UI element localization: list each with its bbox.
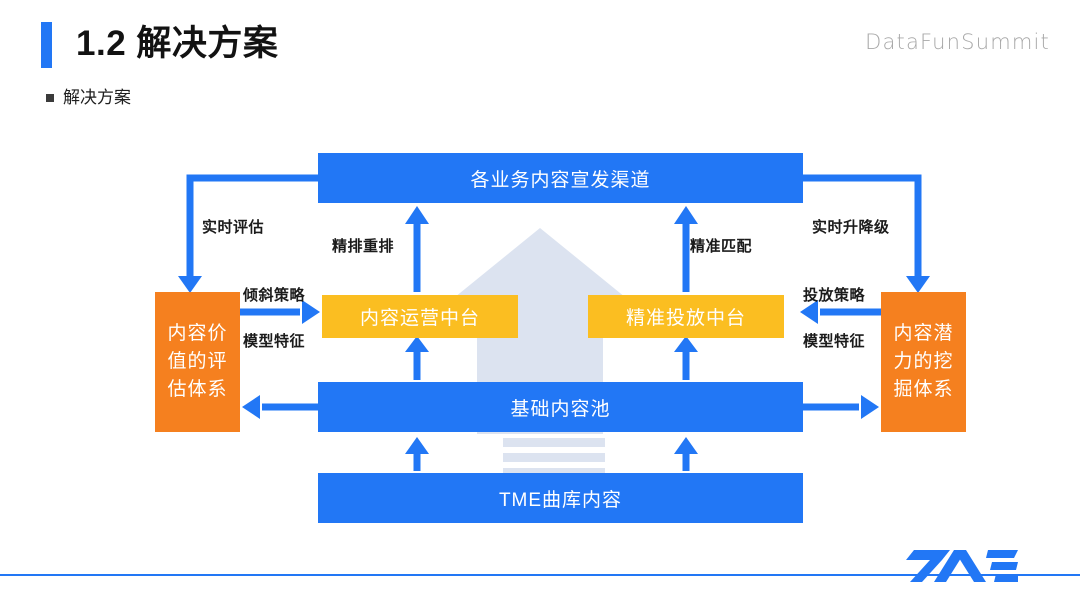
edge-label-realtime-evaluation: 实时评估: [202, 219, 265, 236]
box-tme-music-library[interactable]: TME曲库内容: [318, 473, 803, 523]
tme-logo-icon: [906, 550, 1018, 582]
edge-label-model-feature-left: 模型特征: [243, 333, 306, 350]
box-content-potential-mining-system[interactable]: 内容潜力的挖掘体系: [881, 292, 966, 432]
edge-label-tilt-policy: 倾斜策略: [243, 287, 306, 304]
title-accent-bar: [41, 22, 52, 68]
bullet-label: 解决方案: [63, 88, 131, 107]
box-base-content-pool[interactable]: 基础内容池: [318, 382, 803, 432]
box-business-distribution-channels[interactable]: 各业务内容宣发渠道: [318, 153, 803, 203]
bullet-row: 解决方案: [46, 88, 131, 108]
edge-label-delivery-policy: 投放策略: [803, 287, 866, 304]
arrow-tail-stripe: [503, 438, 605, 447]
box-precise-delivery-platform[interactable]: 精准投放中台: [588, 295, 784, 338]
edge-label-fine-rerank: 精排重排: [332, 238, 395, 255]
arrow-tail-stripe: [503, 453, 605, 462]
bullet-square-icon: [46, 94, 54, 102]
edge-label-precise-match: 精准匹配: [690, 238, 753, 255]
box-content-operation-platform[interactable]: 内容运营中台: [322, 295, 518, 338]
footer-divider: [0, 574, 1080, 576]
edge-label-model-feature-right: 模型特征: [803, 333, 866, 350]
page-title: 1.2 解决方案: [76, 24, 279, 63]
box-content-value-evaluation-system[interactable]: 内容价值的评估体系: [155, 292, 240, 432]
datafunsummit-logo: DataFunSummit: [865, 30, 1050, 54]
background-arrow-tail-stripes: [503, 438, 605, 478]
edge-label-realtime-upgrade-downgrade: 实时升降级: [812, 219, 890, 236]
arrow-tail-stripe: [503, 468, 605, 477]
